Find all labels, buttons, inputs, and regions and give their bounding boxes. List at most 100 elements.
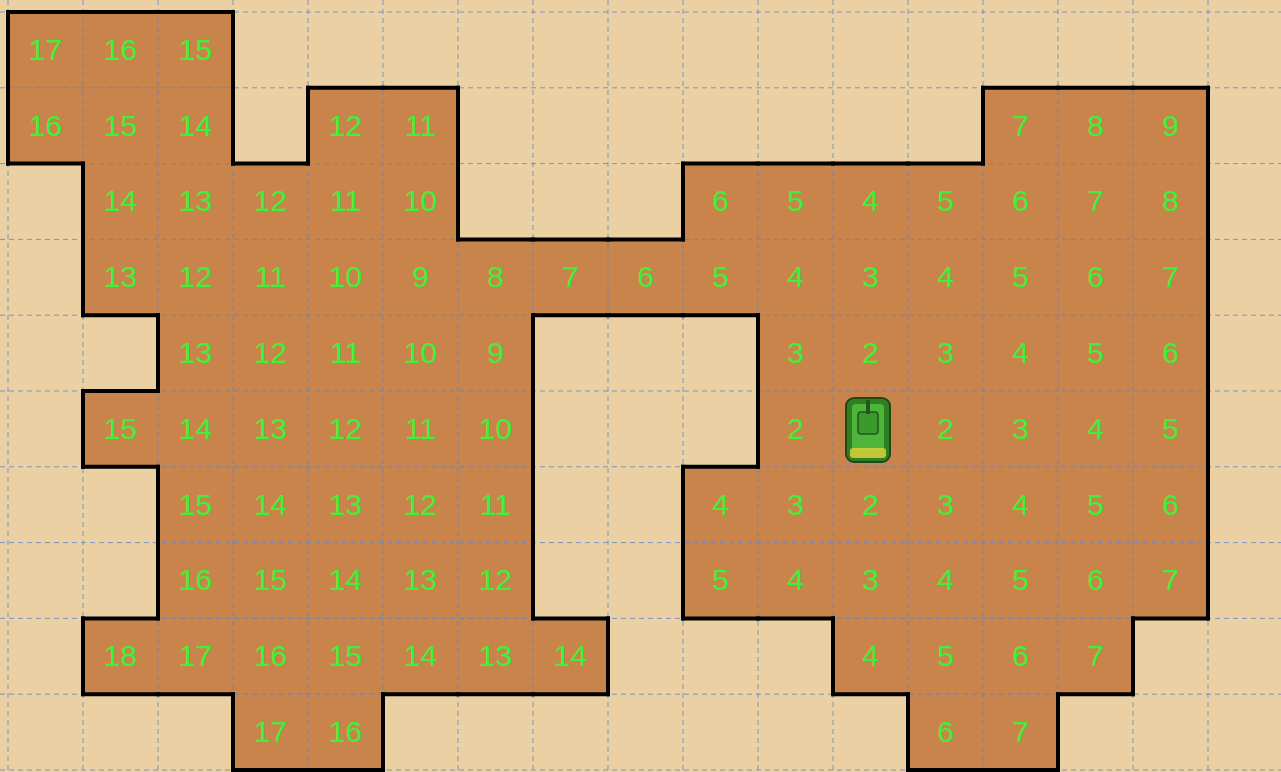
floor-cell <box>758 391 834 468</box>
distance-value: 10 <box>383 315 458 391</box>
distance-value: 14 <box>233 467 308 543</box>
wall-edge <box>981 88 985 164</box>
distance-value: 4 <box>1058 391 1133 467</box>
distance-value: 10 <box>383 164 458 240</box>
floor-cell <box>533 618 609 695</box>
floor-cell <box>458 315 534 392</box>
wall-edge <box>233 162 308 166</box>
floor-cell <box>908 542 984 619</box>
floor-cell <box>1058 239 1134 316</box>
grid-line <box>0 770 1281 771</box>
wall-edge <box>681 543 685 619</box>
distance-value: 14 <box>383 618 458 694</box>
distance-value: 6 <box>983 618 1058 694</box>
distance-value: 6 <box>1133 467 1208 543</box>
floor-cell <box>983 694 1059 771</box>
distance-value: 15 <box>83 391 158 467</box>
floor-cell <box>233 163 309 240</box>
floor-cell <box>233 315 309 392</box>
floor-cell <box>83 391 159 468</box>
wall-edge <box>533 692 608 696</box>
distance-value: 6 <box>983 164 1058 240</box>
floor-cell <box>158 542 234 619</box>
distance-value: 4 <box>758 239 833 315</box>
floor-cell <box>833 618 909 695</box>
distance-value: 4 <box>833 618 908 694</box>
floor-cell <box>233 239 309 316</box>
distance-value: 4 <box>908 239 983 315</box>
distance-value: 12 <box>383 467 458 543</box>
distance-value: 13 <box>158 164 233 240</box>
wall-edge <box>756 391 760 467</box>
wall-edge <box>533 237 608 241</box>
wall-edge <box>531 315 535 391</box>
wall-edge <box>681 164 685 240</box>
wall-edge <box>1206 88 1210 164</box>
grid-line <box>8 0 9 772</box>
distance-value: 5 <box>1058 467 1133 543</box>
distance-value: 11 <box>383 391 458 467</box>
distance-value: 12 <box>308 88 383 164</box>
wall-edge <box>308 86 383 90</box>
wall-edge <box>233 768 308 772</box>
wall-edge <box>81 239 85 315</box>
grid-line <box>908 0 909 772</box>
floor-cell <box>533 239 609 316</box>
wall-edge <box>983 768 1058 772</box>
wall-edge <box>158 692 233 696</box>
floor-cell <box>458 391 534 468</box>
floor-cell <box>308 315 384 392</box>
distance-value: 15 <box>158 467 233 543</box>
distance-value: 13 <box>308 467 383 543</box>
distance-value: 3 <box>758 315 833 391</box>
wall-edge <box>83 313 158 317</box>
distance-value: 10 <box>308 239 383 315</box>
floor-cell <box>758 542 834 619</box>
floor-cell <box>833 466 909 543</box>
distance-value: 13 <box>383 543 458 619</box>
floor-cell <box>383 239 459 316</box>
floor-cell <box>233 694 309 771</box>
distance-value: 5 <box>683 239 758 315</box>
distance-value: 3 <box>908 467 983 543</box>
distance-value: 12 <box>308 391 383 467</box>
wall-edge <box>908 768 983 772</box>
wall-edge <box>758 616 833 620</box>
wall-edge <box>833 692 908 696</box>
floor-cell <box>308 239 384 316</box>
distance-value: 9 <box>458 315 533 391</box>
wall-edge <box>1133 616 1208 620</box>
grid-line <box>1133 0 1134 772</box>
wall-edge <box>306 88 310 164</box>
distance-value: 10 <box>458 391 533 467</box>
wall-edge <box>231 12 235 88</box>
wall-edge <box>683 616 758 620</box>
floor-cell <box>1058 315 1134 392</box>
floor-cell <box>908 466 984 543</box>
floor-cell <box>683 239 759 316</box>
wall-edge <box>681 467 685 543</box>
wall-edge <box>606 618 610 694</box>
wall-edge <box>156 467 160 543</box>
grid-line <box>308 0 309 772</box>
floor-cell <box>983 87 1059 164</box>
floor-cell <box>233 391 309 468</box>
floor-cell <box>83 618 159 695</box>
floor-cell <box>1133 87 1209 164</box>
distance-value: 2 <box>833 467 908 543</box>
distance-value: 14 <box>83 164 158 240</box>
wall-edge <box>231 88 235 164</box>
floor-cell <box>833 542 909 619</box>
wall-edge <box>756 315 760 391</box>
distance-value: 3 <box>758 467 833 543</box>
floor-cell <box>683 466 759 543</box>
wall-edge <box>83 389 158 393</box>
wall-edge <box>308 768 383 772</box>
floor-cell <box>308 163 384 240</box>
distance-value: 8 <box>1133 164 1208 240</box>
floor-cell <box>383 542 459 619</box>
grid-line <box>608 0 609 772</box>
distance-value: 7 <box>1133 543 1208 619</box>
wall-edge <box>533 313 608 317</box>
wall-edge <box>1206 467 1210 543</box>
